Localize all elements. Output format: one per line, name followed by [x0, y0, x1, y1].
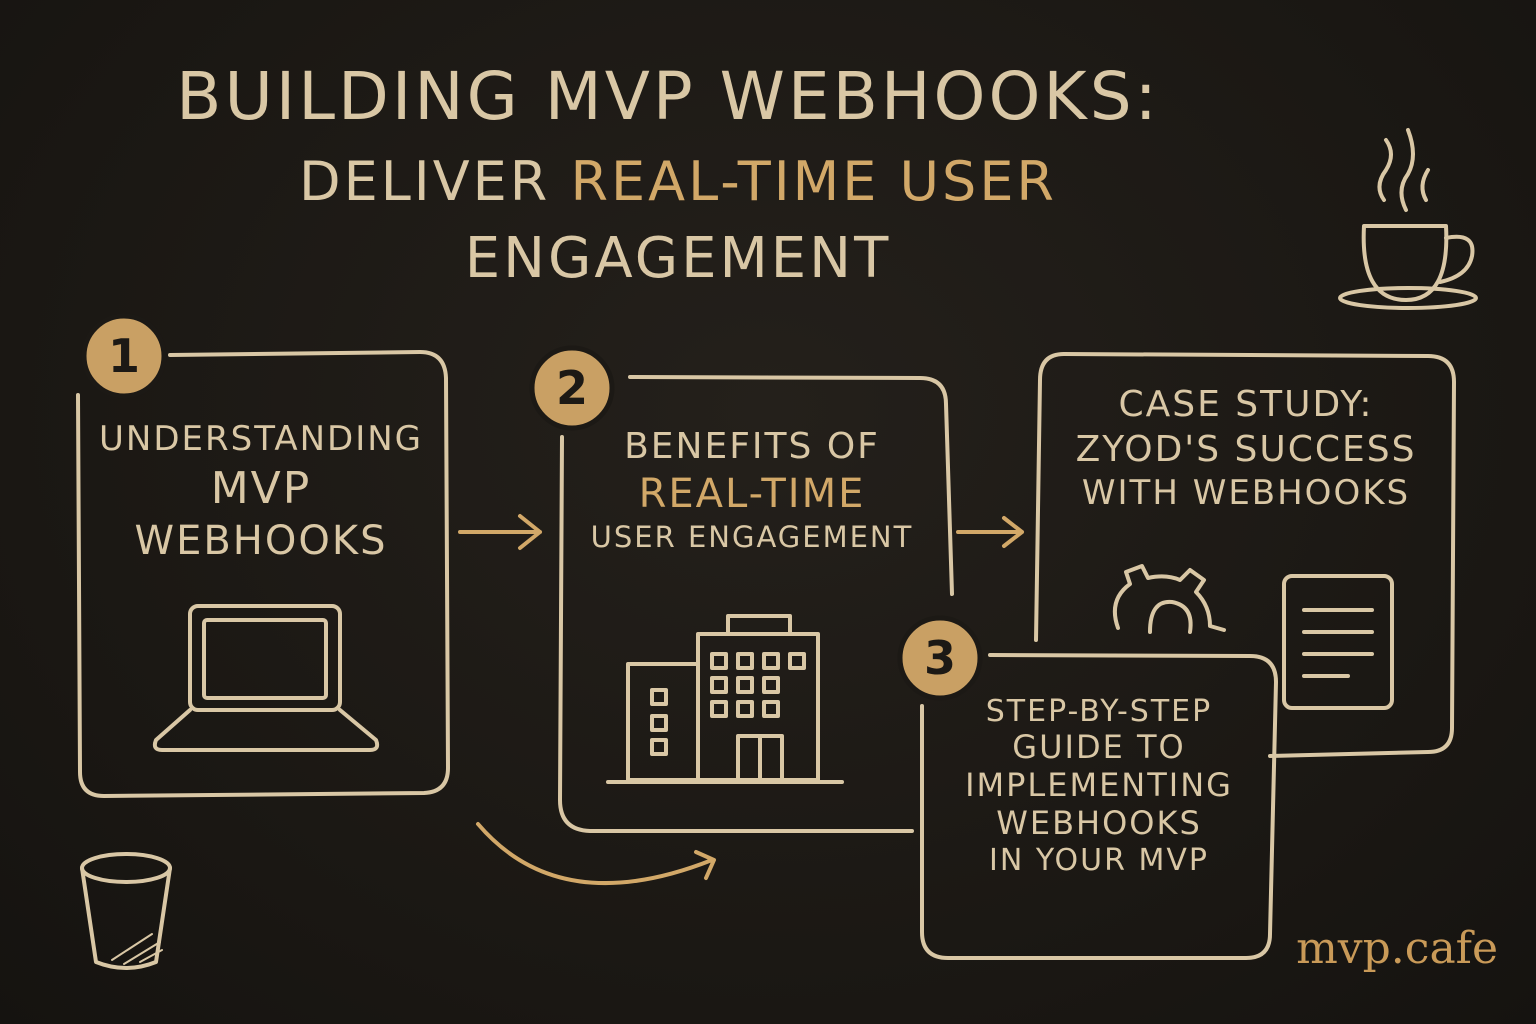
step-2-box	[628, 375, 954, 596]
step-3-line-3: Implementing	[965, 766, 1233, 805]
title-line-1: Building MVP Webhooks:	[176, 58, 1160, 135]
step-2-line-3: User Engagement	[590, 520, 914, 554]
case-study-box	[1062, 352, 1456, 758]
title-line-2-accent: Real-Time User	[570, 150, 1057, 213]
brand-logo-text: mvp.cafe	[1296, 923, 1498, 974]
step-3-number: 3	[923, 631, 956, 685]
document-icon	[1282, 574, 1394, 710]
case-study-box-left	[1034, 352, 1066, 642]
step-3-label: Step-by-Step Guide to Implementing Webho…	[944, 694, 1254, 878]
gear-icon	[1113, 564, 1226, 634]
coffee-cup-icon	[1338, 128, 1478, 310]
case-study-line-3: with Webhooks	[1081, 473, 1411, 513]
step-1-line-2: MVP	[210, 462, 312, 514]
case-study-label: Case Study: Zyod's Success with Webhooks	[1056, 382, 1436, 515]
step-1-box	[76, 350, 450, 798]
step-2-badge	[529, 345, 615, 431]
case-study-line-1: Case Study:	[1118, 384, 1374, 425]
step-3-line-2: Guide to	[1012, 728, 1186, 767]
case-study-line-2: Zyod's Success	[1075, 429, 1417, 470]
title-line-3: Engagement	[464, 226, 892, 291]
step-3-box	[920, 653, 1278, 960]
arrow-2-to-case	[956, 516, 1024, 548]
step-2-line-1: Benefits of	[624, 426, 880, 467]
title-line-2-prefix: Deliver	[299, 150, 571, 213]
step-1-badge	[81, 313, 167, 399]
title-line-2: Deliver Real-Time User	[0, 150, 1446, 213]
step-2-box-left	[558, 435, 914, 833]
step-1-line-1: Understanding	[99, 419, 423, 459]
arrow-1-to-2	[458, 514, 542, 550]
step-1-number: 1	[107, 329, 140, 383]
laptop-icon	[152, 604, 380, 752]
building-icon	[606, 614, 844, 784]
paper-cup-icon	[80, 852, 172, 970]
step-1-line-3: Webhooks	[134, 517, 388, 564]
step-1-label: Understanding MVP Webhooks	[96, 418, 426, 566]
step-2-number: 2	[555, 361, 588, 415]
step-3-badge	[897, 615, 983, 701]
step-3-line-1: Step-by-Step	[985, 694, 1213, 729]
step-2-line-2: Real-Time	[638, 471, 866, 517]
step-2-label: Benefits of Real-Time User Engagement	[572, 424, 932, 555]
step-3-line-4: Webhooks	[996, 803, 1202, 842]
step-3-line-5: in Your MVP	[989, 842, 1209, 878]
curved-arrow	[476, 822, 716, 885]
